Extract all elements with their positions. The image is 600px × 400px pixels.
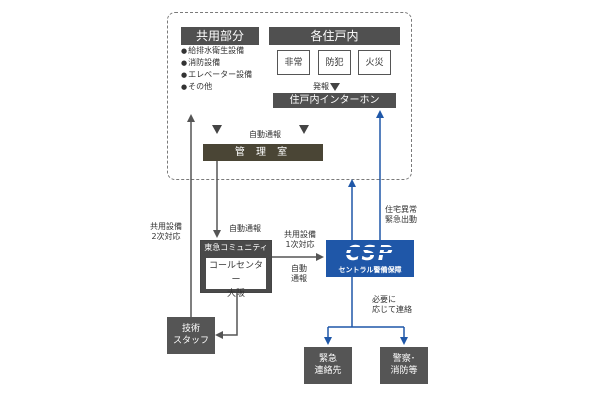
auto-report-label-2: 自動通報 <box>229 224 261 233</box>
building-boundary <box>167 12 412 180</box>
down-triangle-right <box>299 125 309 134</box>
common-area-list: 給排水衛生設備 消防設備 エレベーター設備 その他 <box>181 45 252 93</box>
alert-label: 発報 <box>313 82 329 91</box>
call-center-box: コールセンター 大阪 <box>206 258 266 299</box>
tokyu-community-box: 東急コミュニティー コールセンター 大阪 <box>200 240 272 299</box>
units-header: 各住戸内 <box>269 27 400 45</box>
management-office: 管 理 室 <box>203 144 323 161</box>
down-triangle-left <box>212 125 222 134</box>
auto-report-label-1: 自動通報 <box>249 130 281 139</box>
intercom-bar: 住戸内インターホン <box>273 93 396 108</box>
down-triangle-intercom <box>330 83 340 91</box>
common-1st-label: 共用設備 1次対応 <box>284 230 316 249</box>
csp-logo: CSP セントラル警備保障 <box>326 240 414 277</box>
common-item: その他 <box>181 81 252 93</box>
security-button: 防犯 <box>318 50 351 75</box>
fire-button: 火災 <box>358 50 391 75</box>
emergency-dispatch-label: 住宅異常 緊急出動 <box>385 205 417 224</box>
emergency-button: 非常 <box>277 50 310 75</box>
common-item: 給排水衛生設備 <box>181 45 252 57</box>
common-item: 消防設備 <box>181 57 252 69</box>
arrow-callcenter-to-staff <box>215 293 238 339</box>
as-needed-label: 必要に 応じて連絡 <box>372 295 412 314</box>
tech-staff-box: 技術 スタッフ <box>167 317 215 354</box>
emergency-contact-box: 緊急 連絡先 <box>304 347 352 384</box>
common-2nd-label: 共用設備 2次対応 <box>150 222 182 241</box>
csp-company-name: セントラル警備保障 <box>338 266 402 274</box>
auto-report-label-3: 自動 通報 <box>291 264 307 283</box>
common-item: エレベーター設備 <box>181 69 252 81</box>
common-area-header: 共用部分 <box>181 27 259 45</box>
police-fire-box: 警察･ 消防等 <box>380 347 428 384</box>
